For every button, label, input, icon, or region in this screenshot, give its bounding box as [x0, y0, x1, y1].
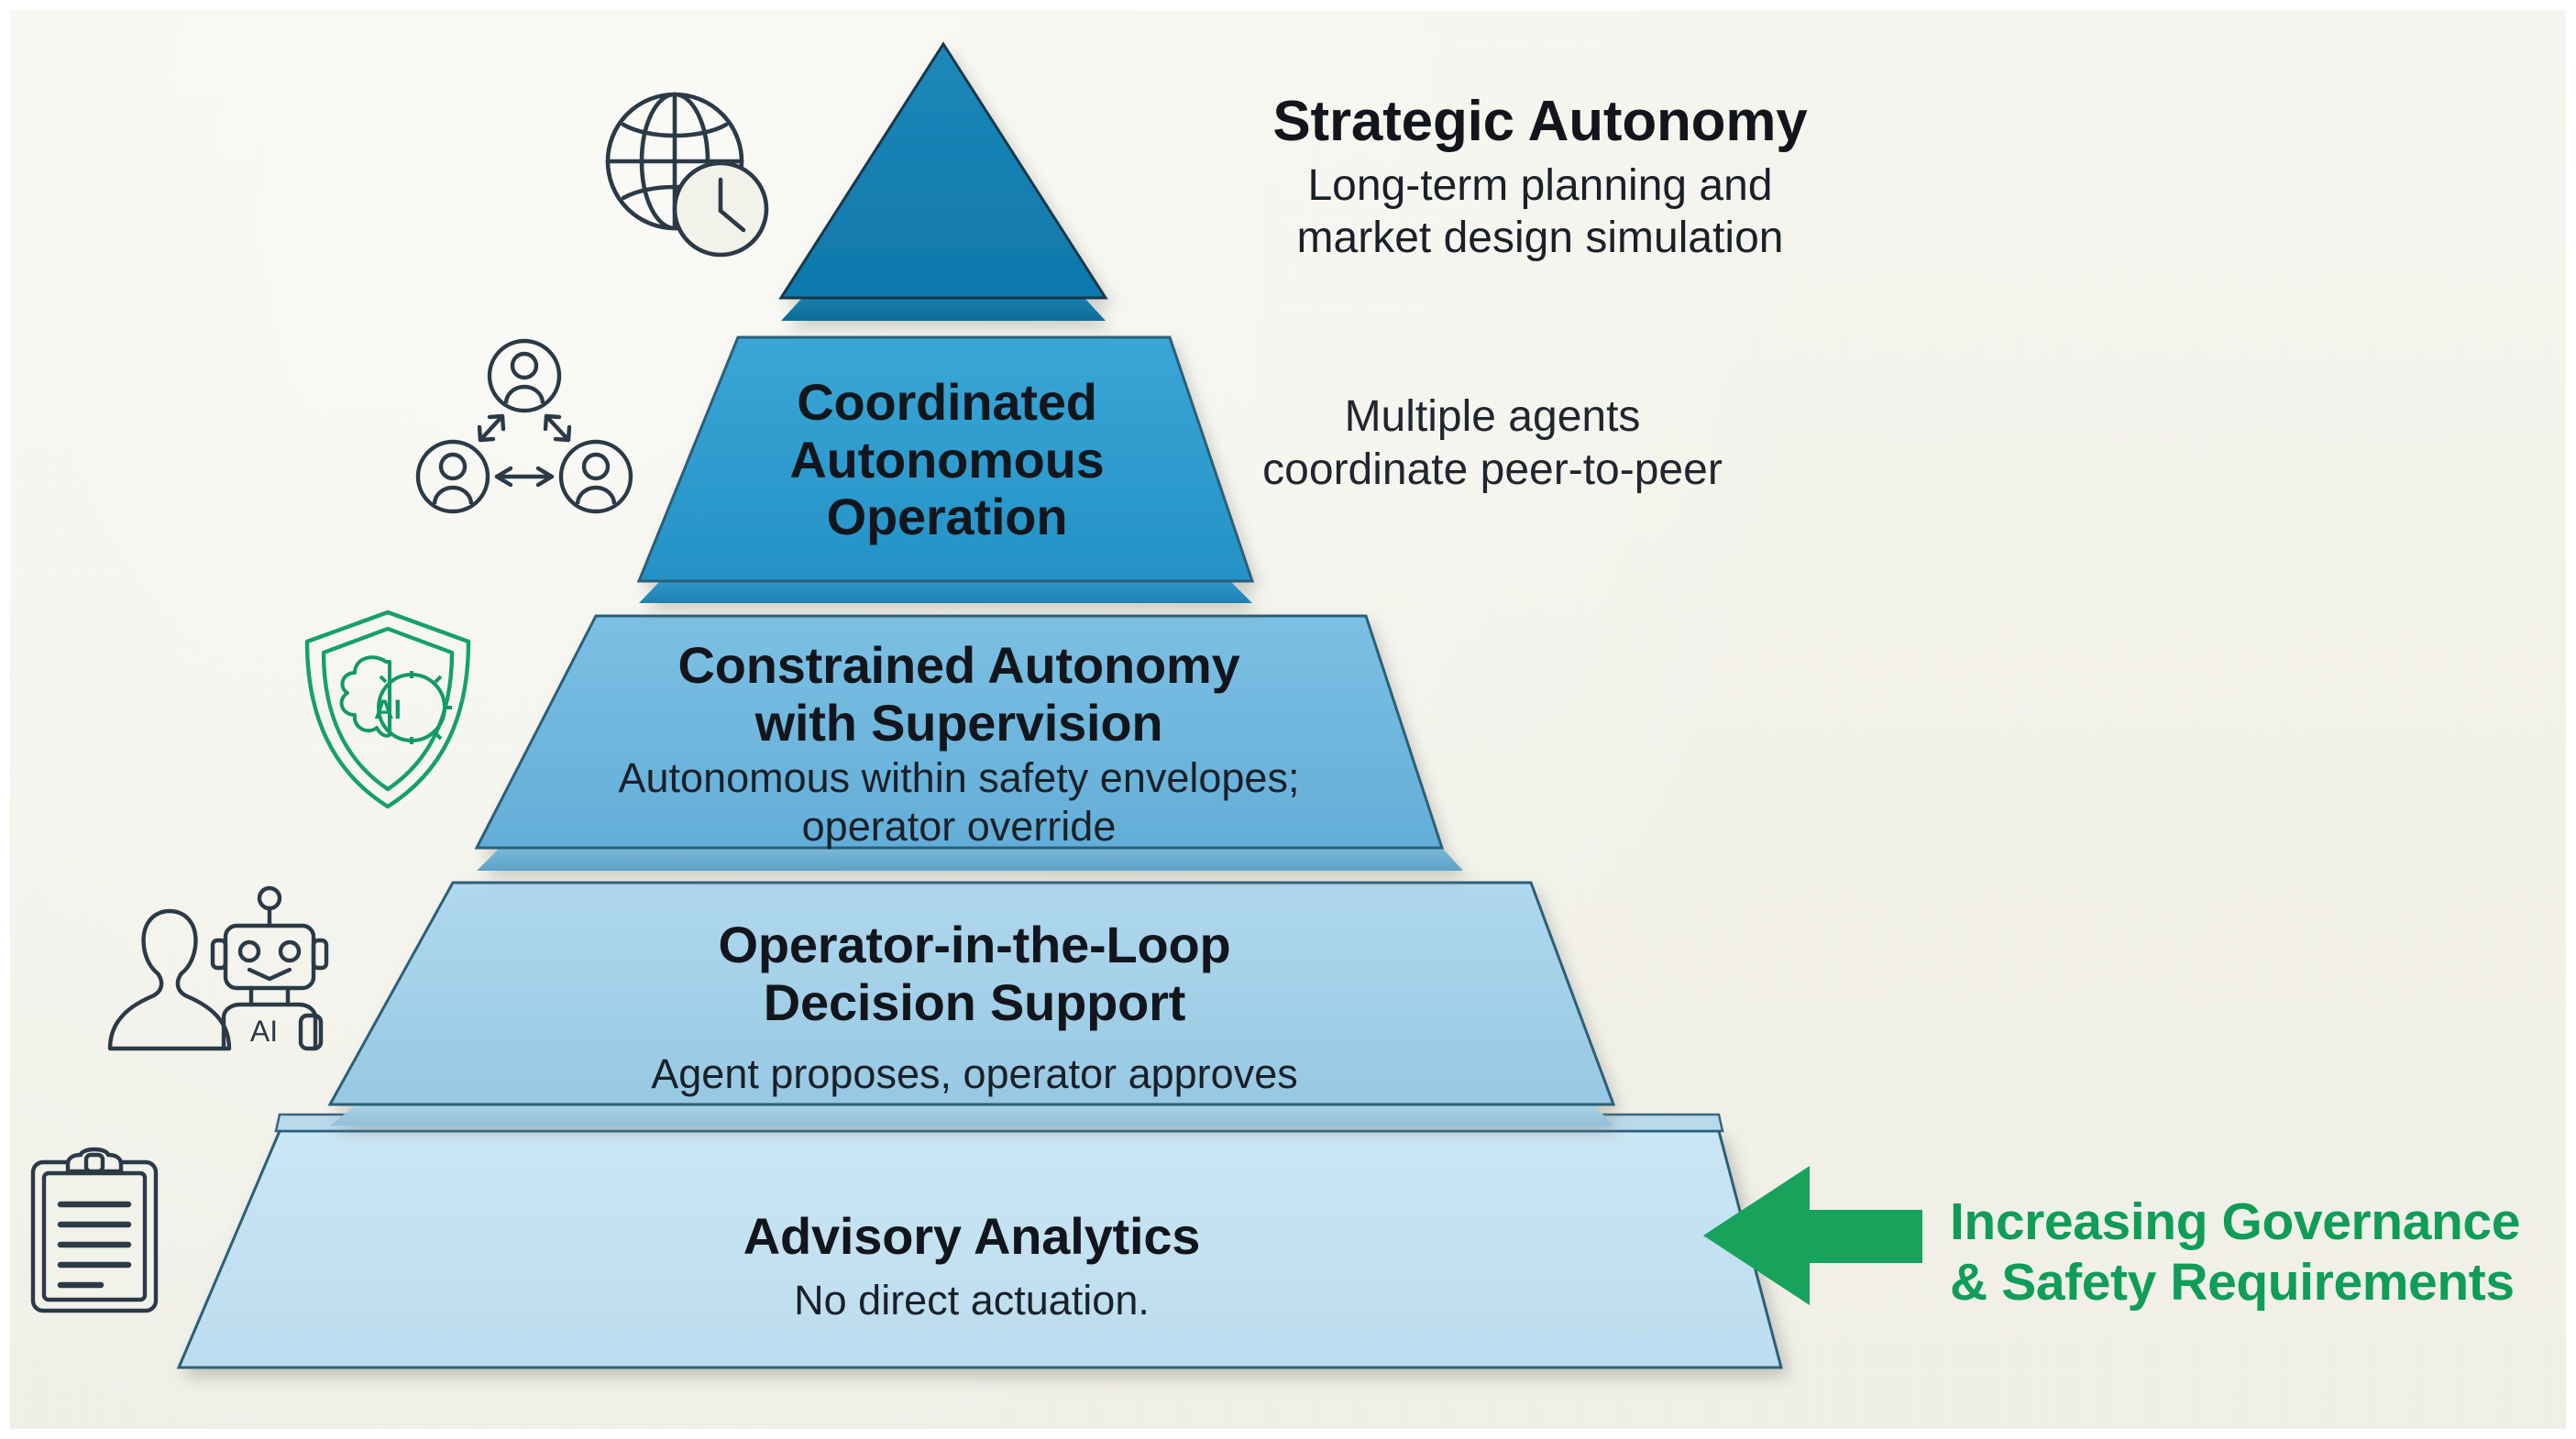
- svg-text:AI: AI: [250, 1015, 278, 1048]
- pyramid-level-constrained-autonomy[interactable]: [474, 614, 1463, 871]
- level-title-coordinated-autonomous: Coordinated Autonomous Operation: [789, 373, 1105, 546]
- agent-network-icon: [414, 337, 634, 521]
- globe-clock-icon: [594, 81, 777, 264]
- level-subtitle-advisory-analytics: No direct actuation.: [794, 1277, 1150, 1324]
- svg-text:AI: AI: [374, 695, 402, 725]
- level-subtitle-constrained-autonomy: Autonomous within safety envelopes; oper…: [618, 754, 1300, 851]
- clipboard-icon: [26, 1144, 163, 1318]
- pyramid-level-operator-in-the-loop[interactable]: [327, 881, 1616, 1126]
- human-robot-icon: AI: [103, 878, 332, 1058]
- governance-callout-label: Increasing Governance & Safety Requireme…: [1950, 1192, 2521, 1313]
- pyramid-level-coordinated-autonomous[interactable]: [636, 335, 1255, 603]
- level-title-advisory-analytics: Advisory Analytics: [743, 1207, 1201, 1265]
- level-subtitle-strategic-autonomy: Long-term planning and market design sim…: [1296, 161, 1784, 262]
- level-title-strategic-autonomy: Strategic Autonomy: [1272, 90, 1808, 153]
- level-title-operator-in-the-loop: Operator-in-the-Loop Decision Support: [718, 916, 1231, 1031]
- level-sidenote-coordinated-autonomous: Multiple agents coordinate peer-to-peer: [1262, 392, 1723, 494]
- level-subtitle-operator-in-the-loop: Agent proposes, operator approves: [651, 1050, 1298, 1097]
- level-title-constrained-autonomy: Constrained Autonomy with Supervision: [677, 636, 1240, 752]
- pyramid-level-strategic-autonomy[interactable]: [778, 41, 1108, 321]
- left-arrow-icon: [1703, 1166, 1922, 1305]
- pyramid-level-advisory-analytics[interactable]: [176, 1129, 1783, 1369]
- ai-shield-icon: AI: [298, 607, 478, 812]
